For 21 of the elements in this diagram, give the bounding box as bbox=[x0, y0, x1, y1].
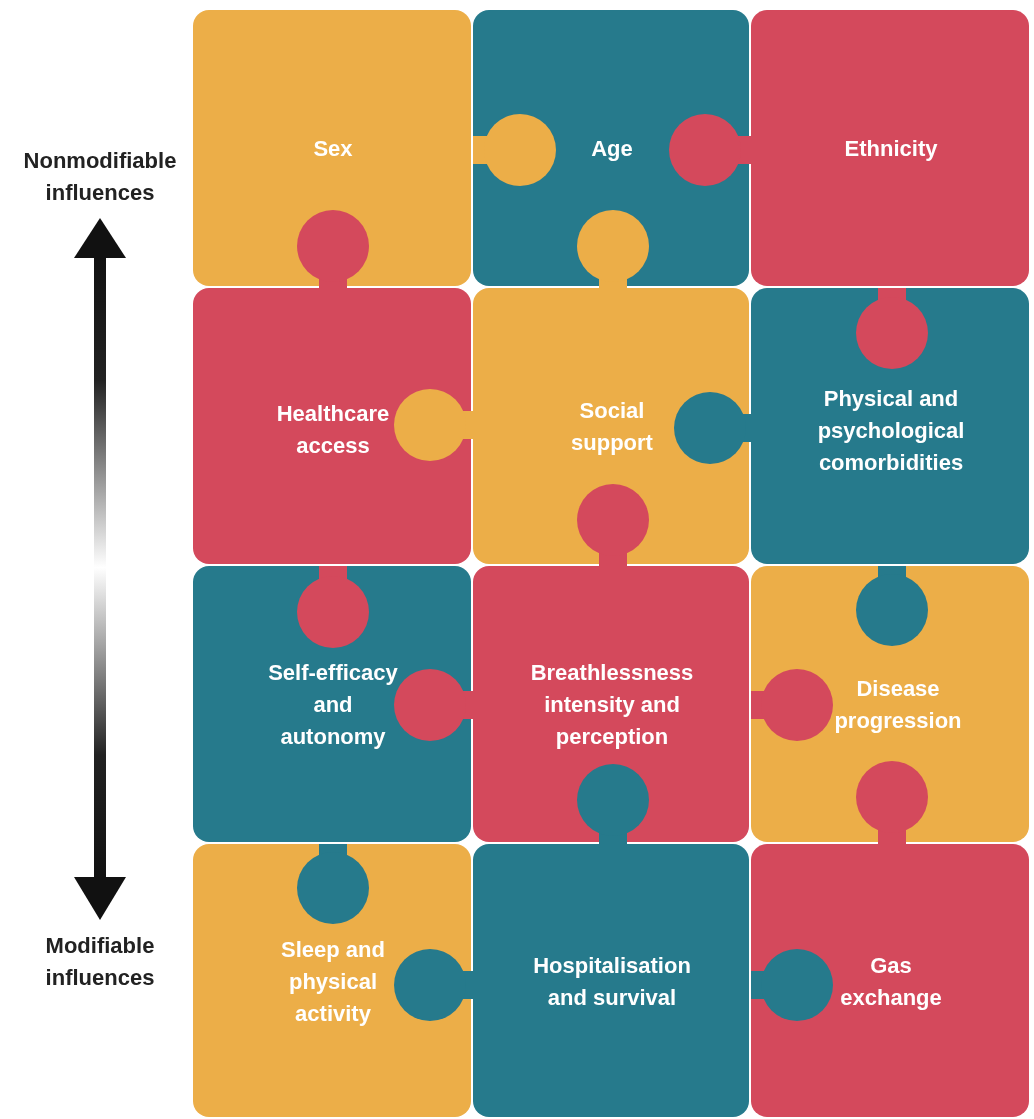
piece-label: Disease progression bbox=[833, 675, 963, 735]
puzzle-piece bbox=[751, 288, 1029, 564]
puzzle-piece bbox=[193, 288, 471, 564]
piece-label: Ethnicity bbox=[843, 135, 939, 163]
puzzle-piece bbox=[751, 10, 1029, 286]
piece-label: Self-efficacy and autonomy bbox=[267, 659, 399, 751]
puzzle-piece bbox=[473, 566, 749, 842]
piece-label: Breathlessness intensity and perception bbox=[529, 659, 695, 751]
piece-label: Age bbox=[590, 135, 634, 163]
axis-label: Nonmodifiable influences bbox=[22, 147, 178, 207]
piece-label: Social support bbox=[570, 397, 654, 457]
puzzle-piece bbox=[473, 844, 749, 1117]
piece-label: Physical and psychological comorbidities bbox=[816, 385, 966, 477]
piece-label: Sleep and physical activity bbox=[280, 935, 386, 1028]
piece-label: Gas exchange bbox=[839, 951, 943, 1012]
piece-label: Hospitalisation and survival bbox=[532, 951, 692, 1012]
puzzle-piece bbox=[193, 10, 471, 286]
puzzle-piece bbox=[751, 844, 1029, 1117]
piece-label: Sex bbox=[312, 135, 354, 163]
piece-label: Healthcare access bbox=[275, 400, 391, 460]
axis-label: Modifiable influences bbox=[44, 932, 156, 992]
